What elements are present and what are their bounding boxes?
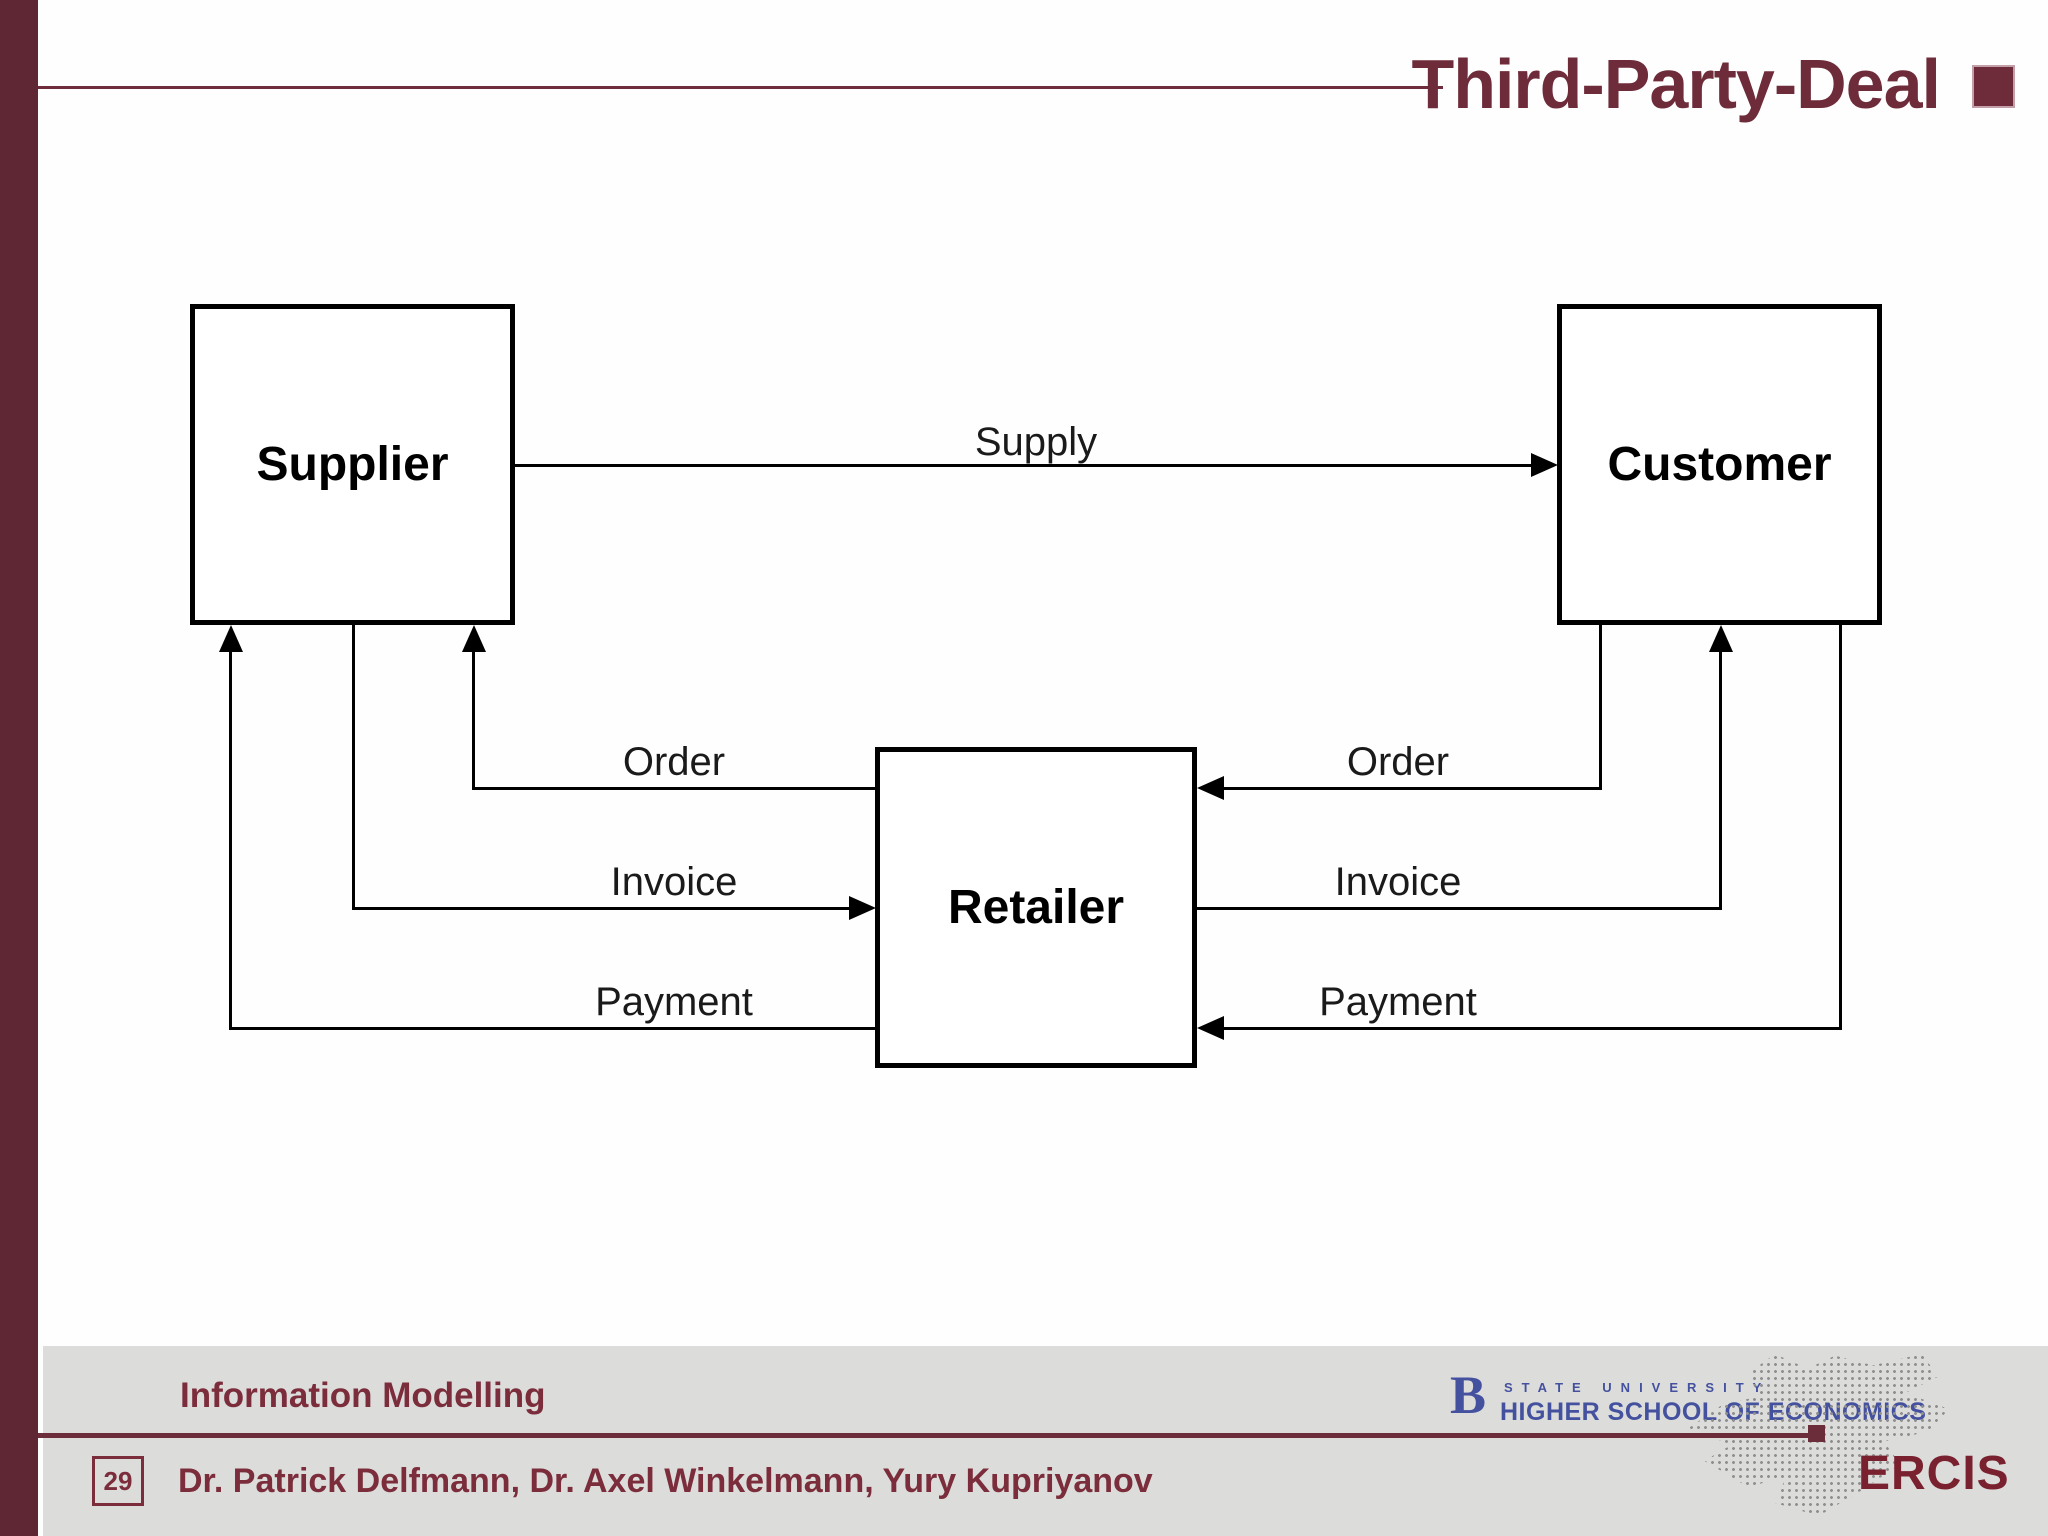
title-bullet-square: [1972, 65, 2015, 108]
flow-line-order-left-v: [472, 648, 475, 790]
page-number-box: 29: [92, 1456, 144, 1506]
arrowhead-order-right-icon: [1197, 776, 1224, 800]
arrowhead-invoice-right-icon: [1709, 625, 1733, 652]
flow-line-payment-right-h: [1224, 1027, 1842, 1030]
flow-line-order-right-h: [1224, 787, 1602, 790]
footer-band: [43, 1346, 2048, 1536]
flow-line-invoice-left-h: [352, 907, 852, 910]
arrowhead-supply-icon: [1531, 453, 1558, 477]
flow-line-invoice-left-v: [352, 625, 355, 910]
node-supplier-label: Supplier: [256, 438, 449, 491]
flow-line-invoice-right-h: [1197, 907, 1722, 910]
flow-line-order-right-v: [1599, 625, 1602, 790]
flow-line-order-left-h: [472, 787, 875, 790]
node-retailer-label: Retailer: [947, 881, 1125, 934]
node-customer-label: Customer: [1607, 438, 1832, 491]
ercis-logo: ERCIS: [1858, 1447, 2010, 1500]
course-title: Information Modelling: [180, 1376, 546, 1415]
flow-label-invoice-left: Invoice: [610, 860, 738, 904]
authors-line: Dr. Patrick Delfmann, Dr. Axel Winkelman…: [178, 1462, 1153, 1500]
arrowhead-order-left-icon: [462, 625, 486, 652]
page-title: Third-Party-Deal: [1411, 45, 1941, 123]
arrowhead-payment-left-icon: [219, 625, 243, 652]
footer-rule-end-square: [1808, 1425, 1825, 1442]
page-number: 29: [103, 1465, 133, 1496]
arrowhead-invoice-left-icon: [849, 896, 876, 920]
flow-label-order-right: Order: [1346, 740, 1450, 784]
flow-label-payment-left: Payment: [595, 980, 753, 1024]
node-customer: Customer: [1557, 304, 1882, 625]
flow-label-supply: Supply: [974, 420, 1098, 464]
flow-line-payment-left-v: [229, 648, 232, 1030]
flow-line-invoice-right-v: [1719, 648, 1722, 910]
hse-logo-state-university: STATE UNIVERSITY: [1504, 1380, 1771, 1395]
header-rule: [38, 86, 1443, 89]
node-retailer: Retailer: [875, 747, 1197, 1068]
node-supplier: Supplier: [190, 304, 515, 625]
flow-line-payment-right-v: [1839, 625, 1842, 1030]
arrowhead-payment-right-icon: [1197, 1016, 1224, 1040]
flow-line-payment-left-h: [229, 1027, 875, 1030]
flow-line-supply: [515, 464, 1535, 467]
flow-label-payment-right: Payment: [1319, 980, 1477, 1024]
flow-label-order-left: Order: [622, 740, 726, 784]
hse-logo-icon: В: [1450, 1365, 1487, 1425]
flow-label-invoice-right: Invoice: [1334, 860, 1462, 904]
left-accent-bar: [0, 0, 38, 1536]
footer-rule: [38, 1433, 1814, 1438]
